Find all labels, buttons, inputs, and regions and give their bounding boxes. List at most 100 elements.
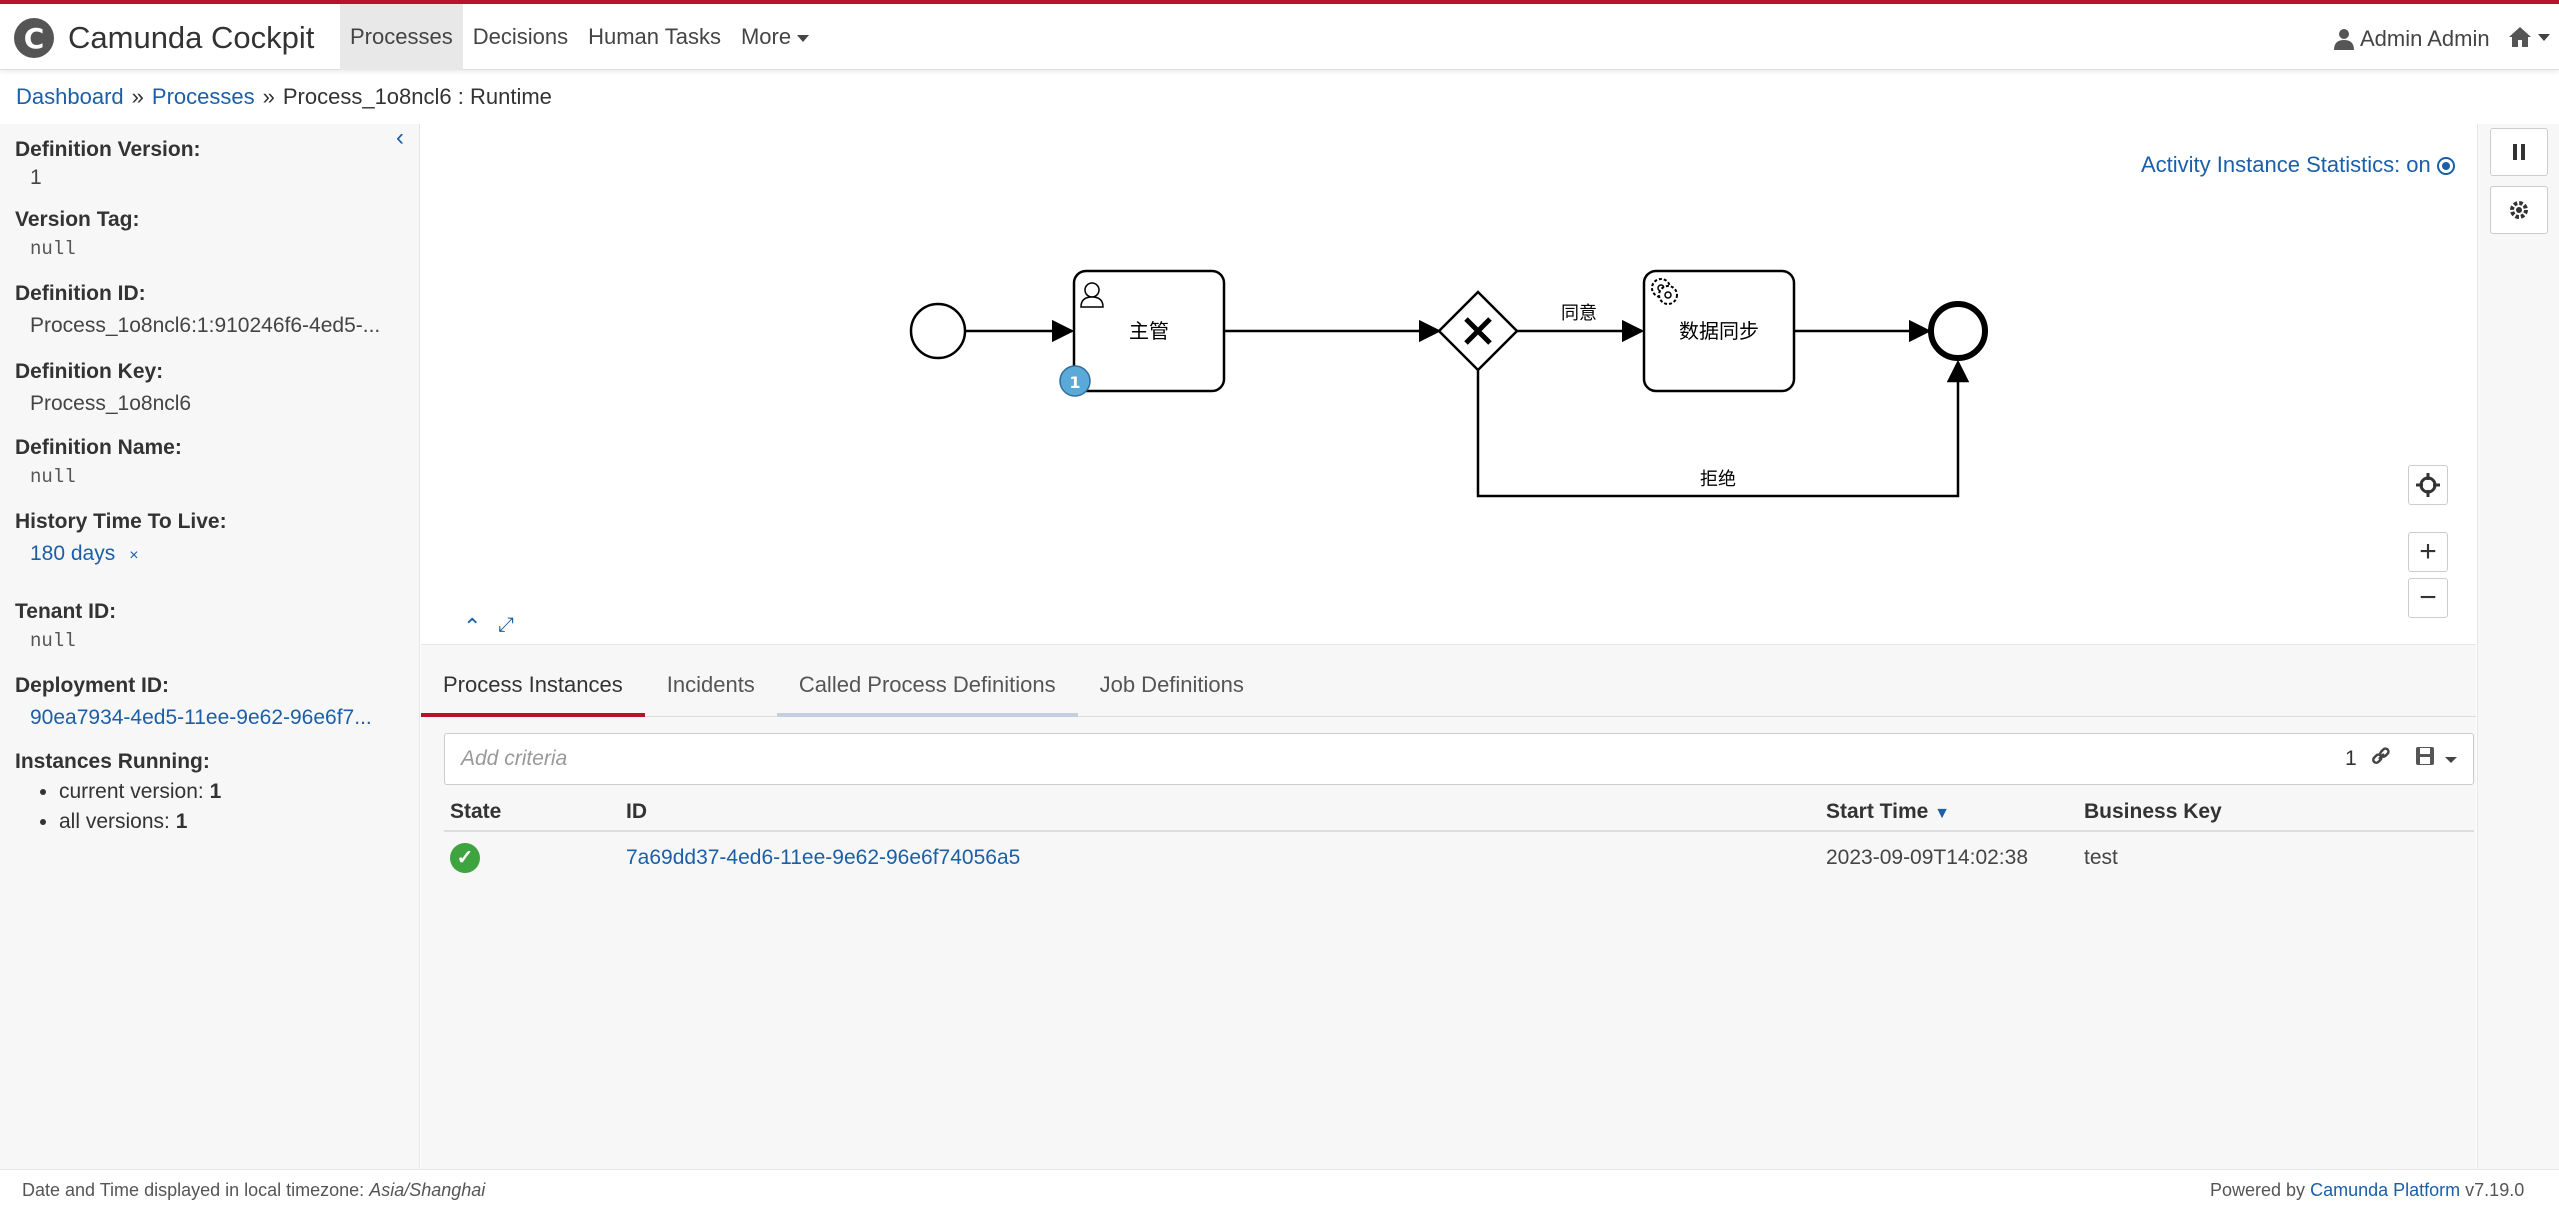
version-tag-label: Version Tag: [15, 208, 140, 231]
breadcrumb-current: Process_1o8ncl6 : Runtime [282, 84, 552, 109]
tenant-id: null [30, 630, 76, 652]
end-event[interactable] [1928, 301, 1988, 361]
definition-details: Definition Version: 1 Version Tag: null … [15, 138, 410, 834]
history-ttl-label: History Time To Live: [15, 510, 227, 533]
zoom-out-button[interactable]: − [2408, 578, 2448, 618]
all-versions-count: all versions: 1 [59, 810, 410, 834]
running-check-icon: ✓ [450, 842, 480, 873]
main-nav: Processes Decisions Human Tasks More [340, 4, 819, 70]
tab-bar: Process Instances Incidents Called Proce… [421, 645, 2476, 717]
camunda-platform-link[interactable]: Camunda Platform [2310, 1180, 2461, 1200]
user-task-label: 主管 [1129, 319, 1169, 343]
settings-button[interactable] [2490, 186, 2548, 234]
start-event[interactable] [909, 302, 967, 360]
sequence-flow-reject [1476, 359, 1970, 498]
process-instances-table: State ID Start Time ▼ Business Key ✓ 7a6… [444, 793, 2474, 883]
chevron-down-icon [2538, 33, 2550, 41]
history-ttl-value[interactable]: 180 days [30, 542, 116, 565]
activity-statistics-label: Activity Instance Statistics: on [2141, 152, 2431, 177]
tab-process-instances[interactable]: Process Instances [421, 645, 645, 717]
current-version-count: current version: 1 [59, 780, 410, 804]
collapse-diagram-icon[interactable]: ⌃ [463, 614, 482, 639]
result-count: 1 [2345, 747, 2357, 770]
current-version-label: current version: [59, 780, 204, 803]
user-menu[interactable]: Admin Admin [2334, 26, 2490, 52]
chevron-down-icon [2444, 757, 2457, 764]
home-icon [2509, 27, 2531, 47]
plus-icon: + [2419, 535, 2437, 568]
user-icon [2334, 29, 2354, 50]
bpmn-diagram: 主管 1 同意 数据同步 拒绝 [909, 269, 1988, 498]
instances-running-list: current version: 1 all versions: 1 [59, 780, 410, 834]
column-business-key[interactable]: Business Key [2078, 793, 2474, 832]
home-menu[interactable] [2508, 26, 2550, 48]
activity-statistics-toggle[interactable]: Activity Instance Statistics: on [2141, 152, 2455, 178]
tab-called-process-definitions[interactable]: Called Process Definitions [776, 645, 1078, 717]
crosshair-icon [2416, 473, 2440, 497]
brand-name: Camunda Cockpit [68, 20, 315, 55]
running-token-count: 1 [1069, 373, 1080, 392]
deployment-id-label: Deployment ID: [15, 674, 170, 697]
top-navbar: C Camunda Cockpit Processes Decisions Hu… [0, 0, 2559, 70]
radio-on-icon [2436, 157, 2455, 176]
version-tag: null [30, 238, 76, 260]
breadcrumb-processes[interactable]: Processes [151, 84, 255, 109]
deployment-id-link[interactable]: 90ea7934-4ed5-11ee-9e62-96e6f7... [30, 706, 372, 729]
timezone-label: Date and Time displayed in local timezon… [22, 1180, 365, 1200]
suspend-button[interactable] [2490, 128, 2548, 176]
breadcrumb: Dashboard»Processes»Process_1o8ncl6 : Ru… [16, 84, 552, 110]
search-placeholder[interactable]: Add criteria [461, 747, 568, 770]
powered-label: Powered by [2210, 1180, 2306, 1200]
running-token-badge[interactable] [1059, 365, 1091, 397]
search-criteria-bar[interactable]: Add criteria 1 [444, 733, 2474, 785]
id-cell: 7a69dd37-4ed6-11ee-9e62-96e6f74056a5 [620, 831, 1820, 883]
gear-icon [1651, 278, 1678, 305]
breadcrumb-dashboard[interactable]: Dashboard [16, 84, 124, 109]
column-state[interactable]: State [444, 793, 620, 832]
expand-diagram-icon[interactable]: ⤢ [498, 614, 514, 636]
instance-id-link[interactable]: 7a69dd37-4ed6-11ee-9e62-96e6f74056a5 [626, 845, 1021, 869]
definition-key-label: Definition Key: [15, 360, 164, 383]
version-label: v7.19.0 [2465, 1180, 2525, 1200]
nav-processes[interactable]: Processes [340, 4, 463, 70]
all-versions-label: all versions: [59, 810, 170, 833]
tenant-id-label: Tenant ID: [15, 600, 117, 623]
service-task-label: 数据同步 [1679, 319, 1759, 343]
column-id[interactable]: ID [620, 793, 1820, 832]
flow-label-agree: 同意 [1561, 303, 1597, 324]
definition-version-label: Definition Version: [15, 138, 201, 161]
definition-name: null [30, 466, 76, 488]
tab-incidents[interactable]: Incidents [666, 672, 755, 697]
gateway-x-icon [1464, 317, 1492, 345]
user-name: Admin Admin [2360, 26, 2490, 51]
nav-human-tasks[interactable]: Human Tasks [588, 24, 721, 49]
reset-zoom-button[interactable] [2408, 465, 2448, 505]
definition-name-label: Definition Name: [15, 436, 182, 459]
nav-more[interactable]: More [731, 4, 819, 70]
table-row: ✓ 7a69dd37-4ed6-11ee-9e62-96e6f74056a5 2… [444, 831, 2474, 883]
current-version-value: 1 [209, 780, 222, 803]
link-icon[interactable] [2371, 746, 2391, 774]
column-start-time[interactable]: Start Time ▼ [1820, 793, 2078, 832]
column-start-time-label: Start Time [1826, 799, 1929, 823]
brand[interactable]: C Camunda Cockpit [14, 18, 314, 58]
chevron-down-icon [797, 34, 810, 42]
pause-icon [2513, 144, 2525, 160]
clear-ttl-icon[interactable]: × [129, 547, 139, 564]
user-task-icon [1080, 282, 1104, 308]
collapse-sidebar-icon[interactable]: ‹ [396, 124, 404, 151]
zoom-in-button[interactable]: + [2408, 532, 2448, 572]
definition-id-label: Definition ID: [15, 282, 146, 305]
definition-key: Process_1o8ncl6 [30, 392, 192, 415]
tab-job-definitions[interactable]: Job Definitions [1099, 672, 1244, 697]
instances-running-label: Instances Running: [15, 750, 210, 773]
state-cell: ✓ [444, 831, 620, 883]
bpmn-diagram-canvas[interactable]: Activity Instance Statistics: on 主管 1 同意 [421, 124, 2476, 644]
breadcrumb-separator: » [262, 84, 275, 109]
definition-sidebar: ‹ Definition Version: 1 Version Tag: nul… [0, 124, 420, 1169]
camunda-logo-icon: C [14, 18, 54, 58]
nav-decisions[interactable]: Decisions [472, 24, 569, 49]
sort-desc-icon[interactable]: ▼ [1934, 804, 1951, 822]
timezone-note: Date and Time displayed in local timezon… [22, 1180, 485, 1201]
save-search-button[interactable] [2415, 746, 2457, 772]
